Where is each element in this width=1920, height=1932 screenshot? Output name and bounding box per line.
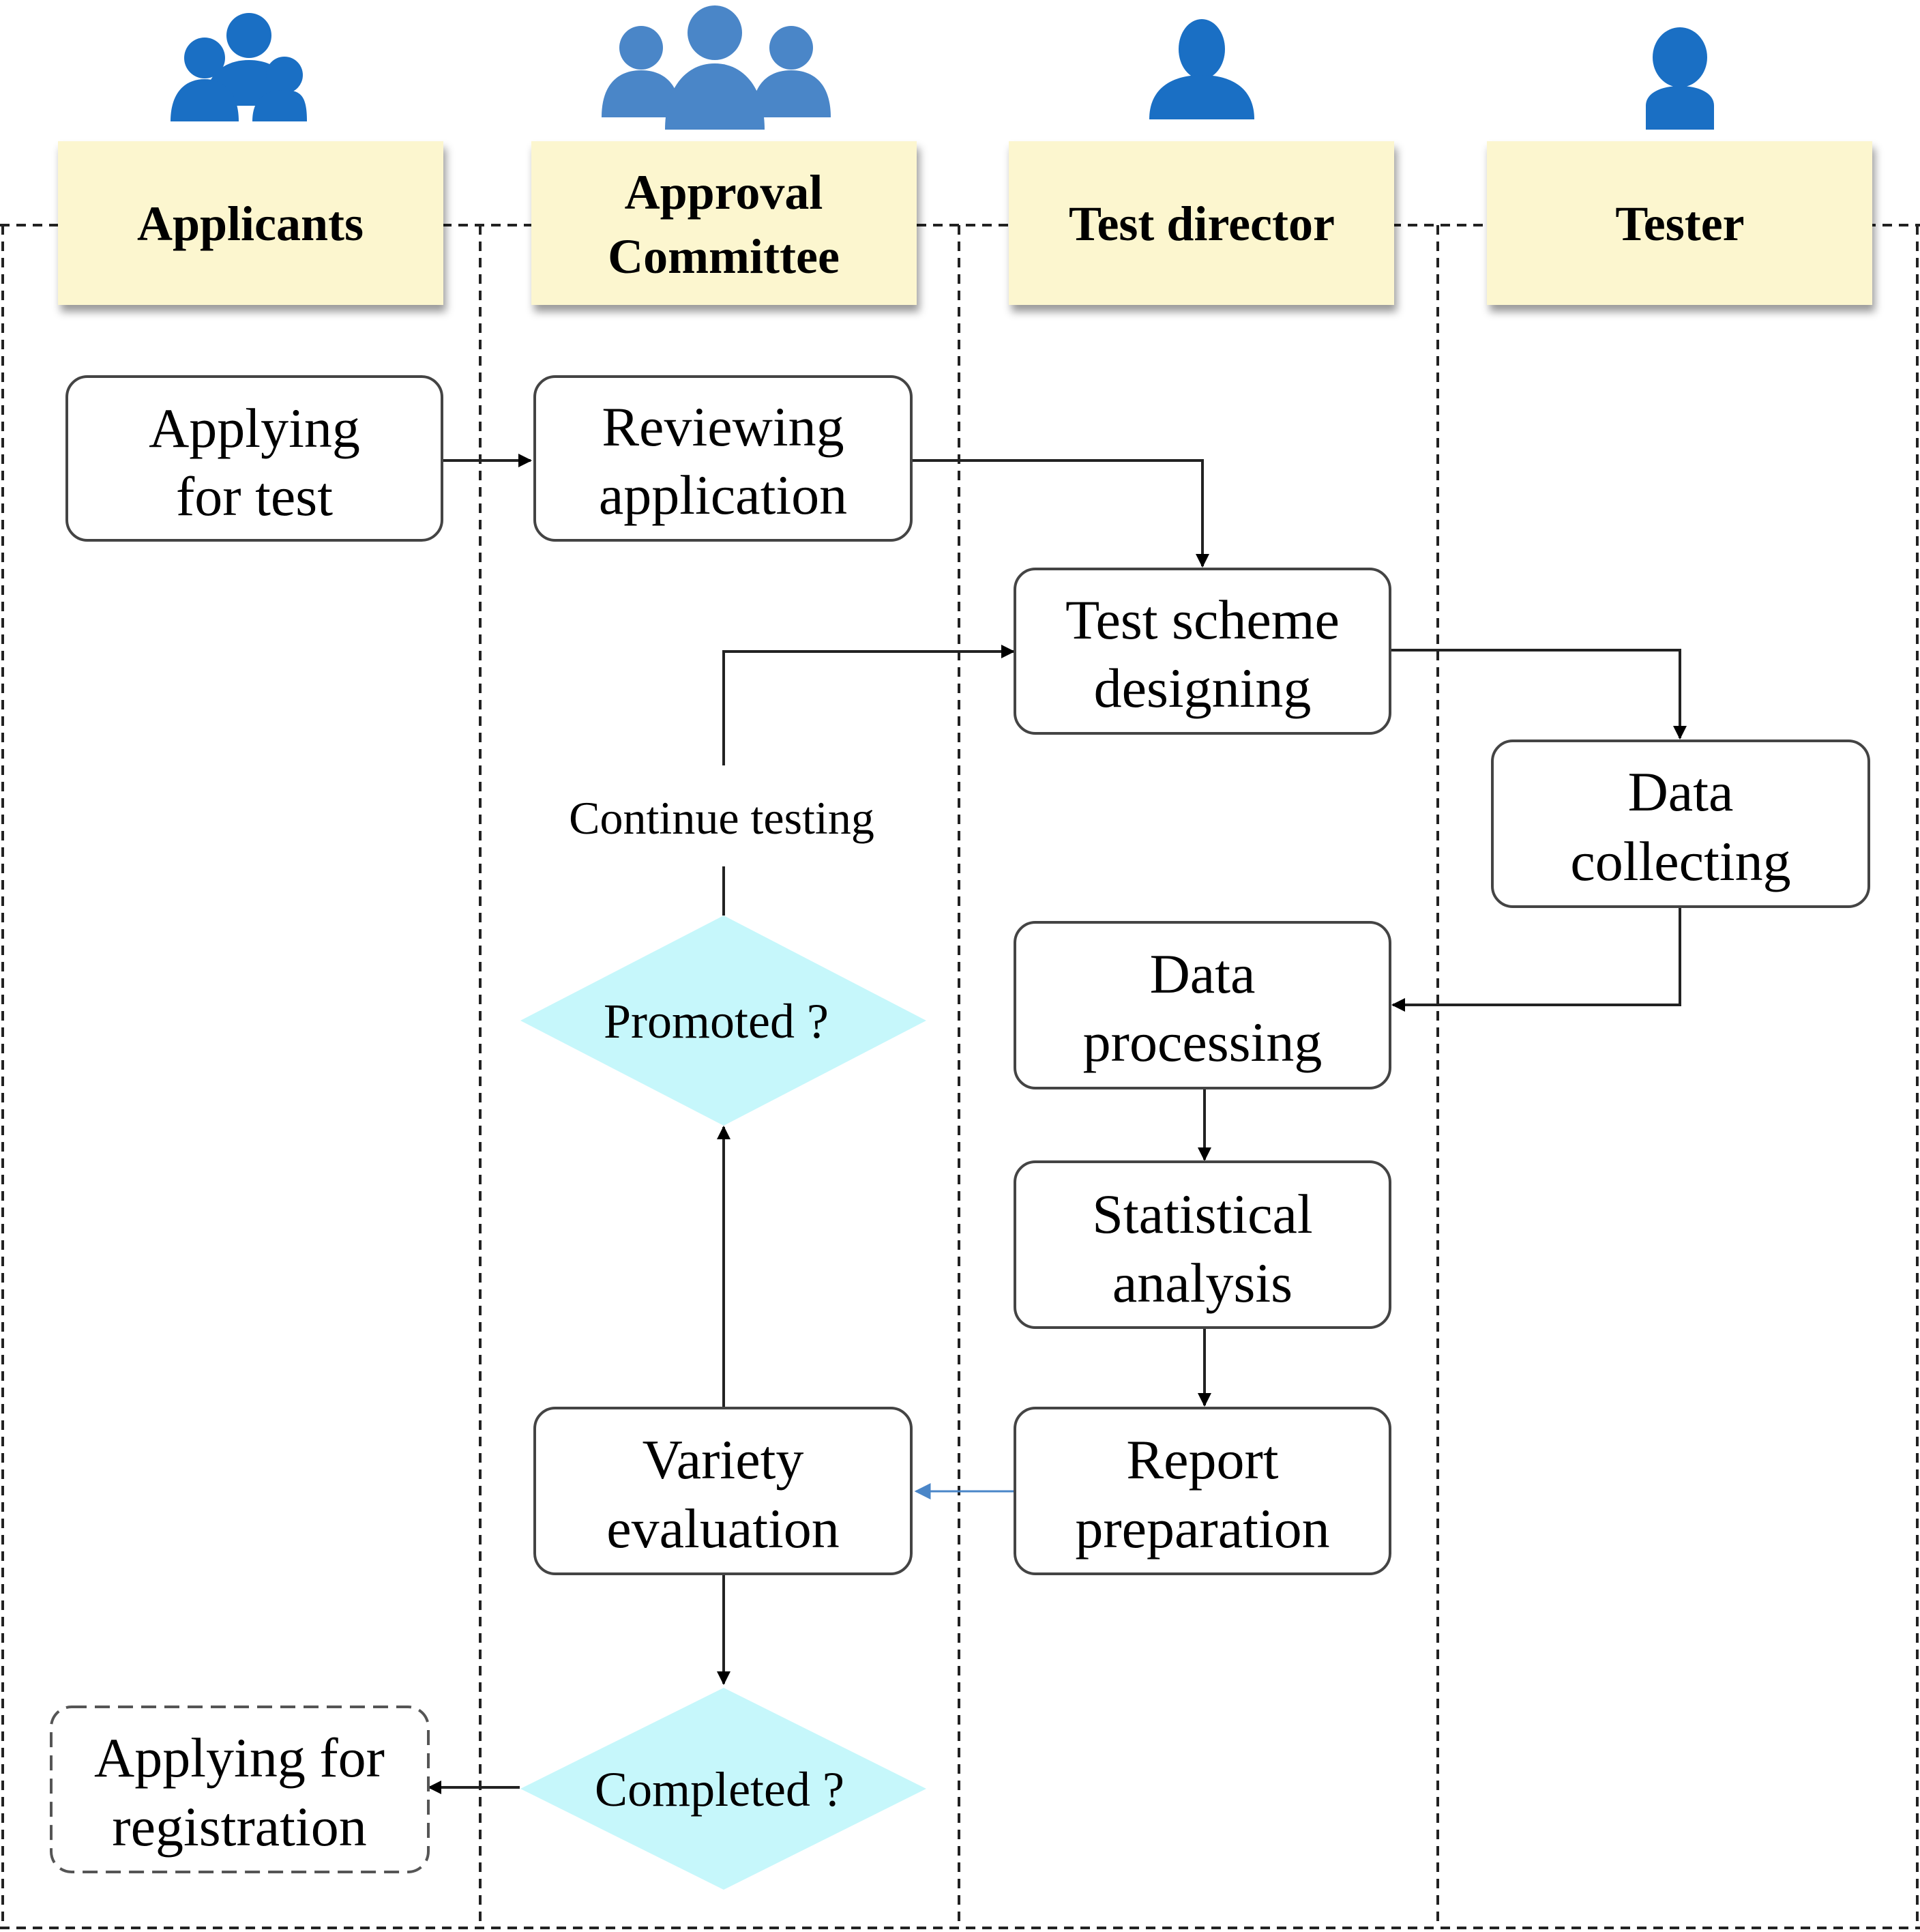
decision-text: Promoted ?	[604, 994, 829, 1049]
node-text-line-1: Applying	[149, 397, 360, 459]
node-report-preparation: Report preparation	[1014, 1407, 1391, 1575]
decision-text: Completed ?	[595, 1762, 844, 1817]
node-data-collecting: Data collecting	[1491, 740, 1870, 908]
arrow-continue-to-scheme	[722, 645, 1015, 765]
node-reviewing-application: Reviewing application	[533, 375, 913, 542]
test-director-person-icon	[1149, 19, 1254, 119]
node-text-line-2: analysis	[1112, 1252, 1293, 1314]
node-data-processing: Data processing	[1014, 921, 1391, 1089]
node-text-line-2: for test	[176, 465, 333, 527]
tester-person-icon	[1646, 27, 1714, 130]
edge-label-continue-testing: Continue testing	[569, 792, 874, 844]
arrow-collect-to-process	[1391, 907, 1681, 1012]
node-statistical-analysis: Statistical analysis	[1014, 1160, 1391, 1329]
arrow-review-to-scheme	[911, 459, 1209, 568]
node-text-line-1: Data	[1150, 943, 1256, 1005]
node-text-line-1: Variety	[643, 1429, 804, 1491]
node-text-line-2: evaluation	[606, 1497, 840, 1560]
node-text-line-2: collecting	[1570, 830, 1790, 892]
lane-header-approval-committee: Approval Committee	[531, 141, 917, 305]
lane-header-test-director: Test director	[1009, 141, 1394, 305]
node-text-line-2: preparation	[1075, 1497, 1329, 1560]
lane-title-test-director: Test director	[1069, 196, 1335, 251]
node-test-scheme-designing: Test scheme designing	[1014, 568, 1391, 735]
node-text-line-1: Report	[1126, 1429, 1278, 1491]
committee-people-icon	[602, 5, 831, 130]
arrow-scheme-to-collect	[1390, 649, 1687, 740]
connectors	[428, 454, 1687, 1794]
node-text-line-2: application	[599, 464, 847, 526]
lane-title-tester: Tester	[1615, 196, 1744, 251]
node-text-line-1: Test scheme	[1065, 589, 1340, 651]
lane-title-approval-line-1: Approval	[625, 165, 823, 220]
lane-title-applicants: Applicants	[137, 196, 364, 251]
lane-title-approval-line-2: Committee	[608, 229, 840, 284]
node-applying-for-test: Applying for test	[65, 375, 443, 542]
group-people-icon	[171, 13, 307, 121]
decision-completed: Completed ?	[520, 1688, 926, 1890]
decision-promoted: Promoted ?	[520, 916, 926, 1126]
lane-header-applicants: Applicants	[58, 141, 443, 305]
node-applying-for-registration: Applying for registration	[50, 1706, 430, 1873]
node-text-line-1: Data	[1628, 761, 1734, 823]
node-text-line-1: Applying for	[94, 1727, 385, 1789]
node-text-line-2: processing	[1083, 1011, 1323, 1073]
node-text-line-1: Reviewing	[602, 396, 844, 458]
node-text-line-2: registration	[112, 1796, 366, 1858]
node-variety-evaluation: Variety evaluation	[533, 1407, 913, 1575]
lane-header-tester: Tester	[1487, 141, 1872, 305]
node-text-line-2: designing	[1094, 657, 1312, 719]
node-text-line-1: Statistical	[1092, 1183, 1312, 1245]
